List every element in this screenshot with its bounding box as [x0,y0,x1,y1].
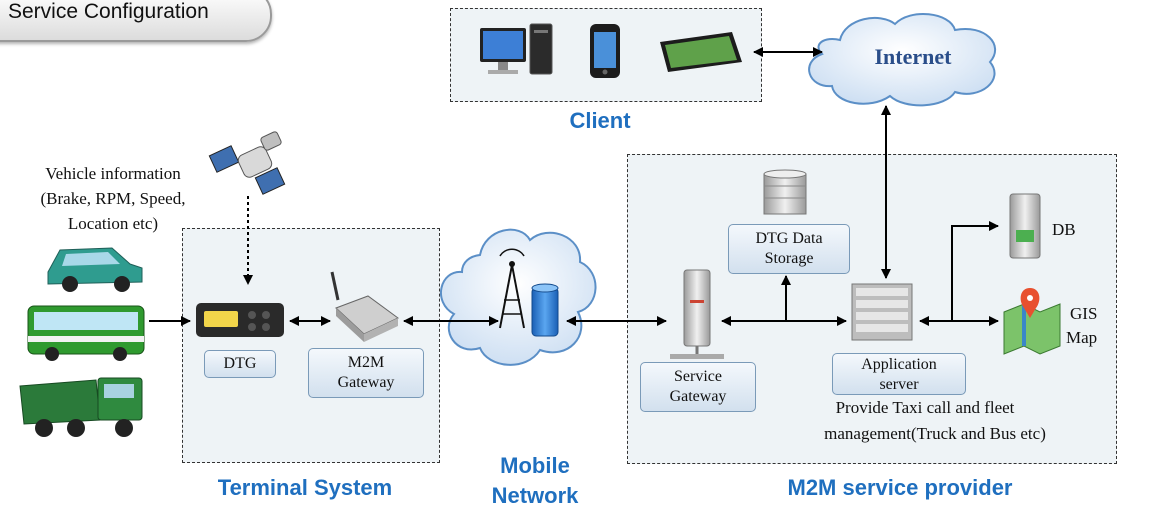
service-gateway-label-1: Service [674,368,722,385]
dtg-label-box: DTG [204,350,276,378]
client-title: Client [569,108,631,133]
gis-map-icon [1003,288,1061,355]
mobile-network-title-1: Mobile [500,453,570,478]
dtg-device-icon [196,303,284,337]
mobile-network-title-2: Network [491,483,579,508]
header-tab: Service Configuration [0,0,272,42]
service-gateway-label-box: Service Gateway [640,362,756,412]
antenna-tower-icon [499,248,525,329]
dtg-storage-label-1: DTG Data [755,230,823,247]
smartphone-icon [590,24,620,78]
dtg-storage-label-2: Storage [764,250,814,267]
m2m-provider-title: M2M service provider [787,475,1013,500]
gis-label-2: Map [1066,328,1098,347]
m2m-gateway-label-box: M2M Gateway [308,348,424,398]
vehicle-info-title: Vehicle information [45,164,181,183]
dtg-label: DTG [223,355,257,372]
vehicle-info-details-1: (Brake, RPM, Speed, [40,189,186,208]
gis-label-1: GIS [1070,304,1098,323]
application-server-label-2: server [879,376,919,393]
db-label: DB [1052,220,1076,239]
application-server-label-1: Application [861,356,937,373]
provider-note-1: Provide Taxi call and fleet [835,398,1015,417]
application-server-icon [851,283,913,341]
page-title: Service Configuration [8,0,209,23]
tablet-icon [660,32,742,72]
m2m-gateway-icon [330,271,399,342]
terminal-system-title: Terminal System [217,475,393,500]
m2m-gateway-label-2: Gateway [337,374,395,391]
terminal-system-region [182,228,440,463]
m2m-gateway-label-1: M2M [347,354,385,371]
connector-lines [149,47,999,326]
desktop-computer-icon [480,23,553,75]
service-gateway-label-2: Gateway [669,388,727,405]
provider-note-2: management(Truck and Bus etc) [824,424,1046,443]
dtg-storage-label-box: DTG Data Storage [728,224,850,274]
vehicle-info-details-2: Location etc) [67,214,159,233]
db-server-icon [1009,193,1041,259]
internet-label: Internet [874,44,952,69]
satellite-icon [208,131,286,195]
base-station-icon [531,283,559,337]
application-server-label-box: Application server [832,353,966,395]
taxi-car-icon [47,247,143,292]
internet-cloud [808,12,996,107]
service-gateway-server-icon [670,269,724,359]
dump-truck-icon [19,377,143,437]
dtg-storage-database-icon [763,169,807,215]
bus-icon [27,305,145,361]
